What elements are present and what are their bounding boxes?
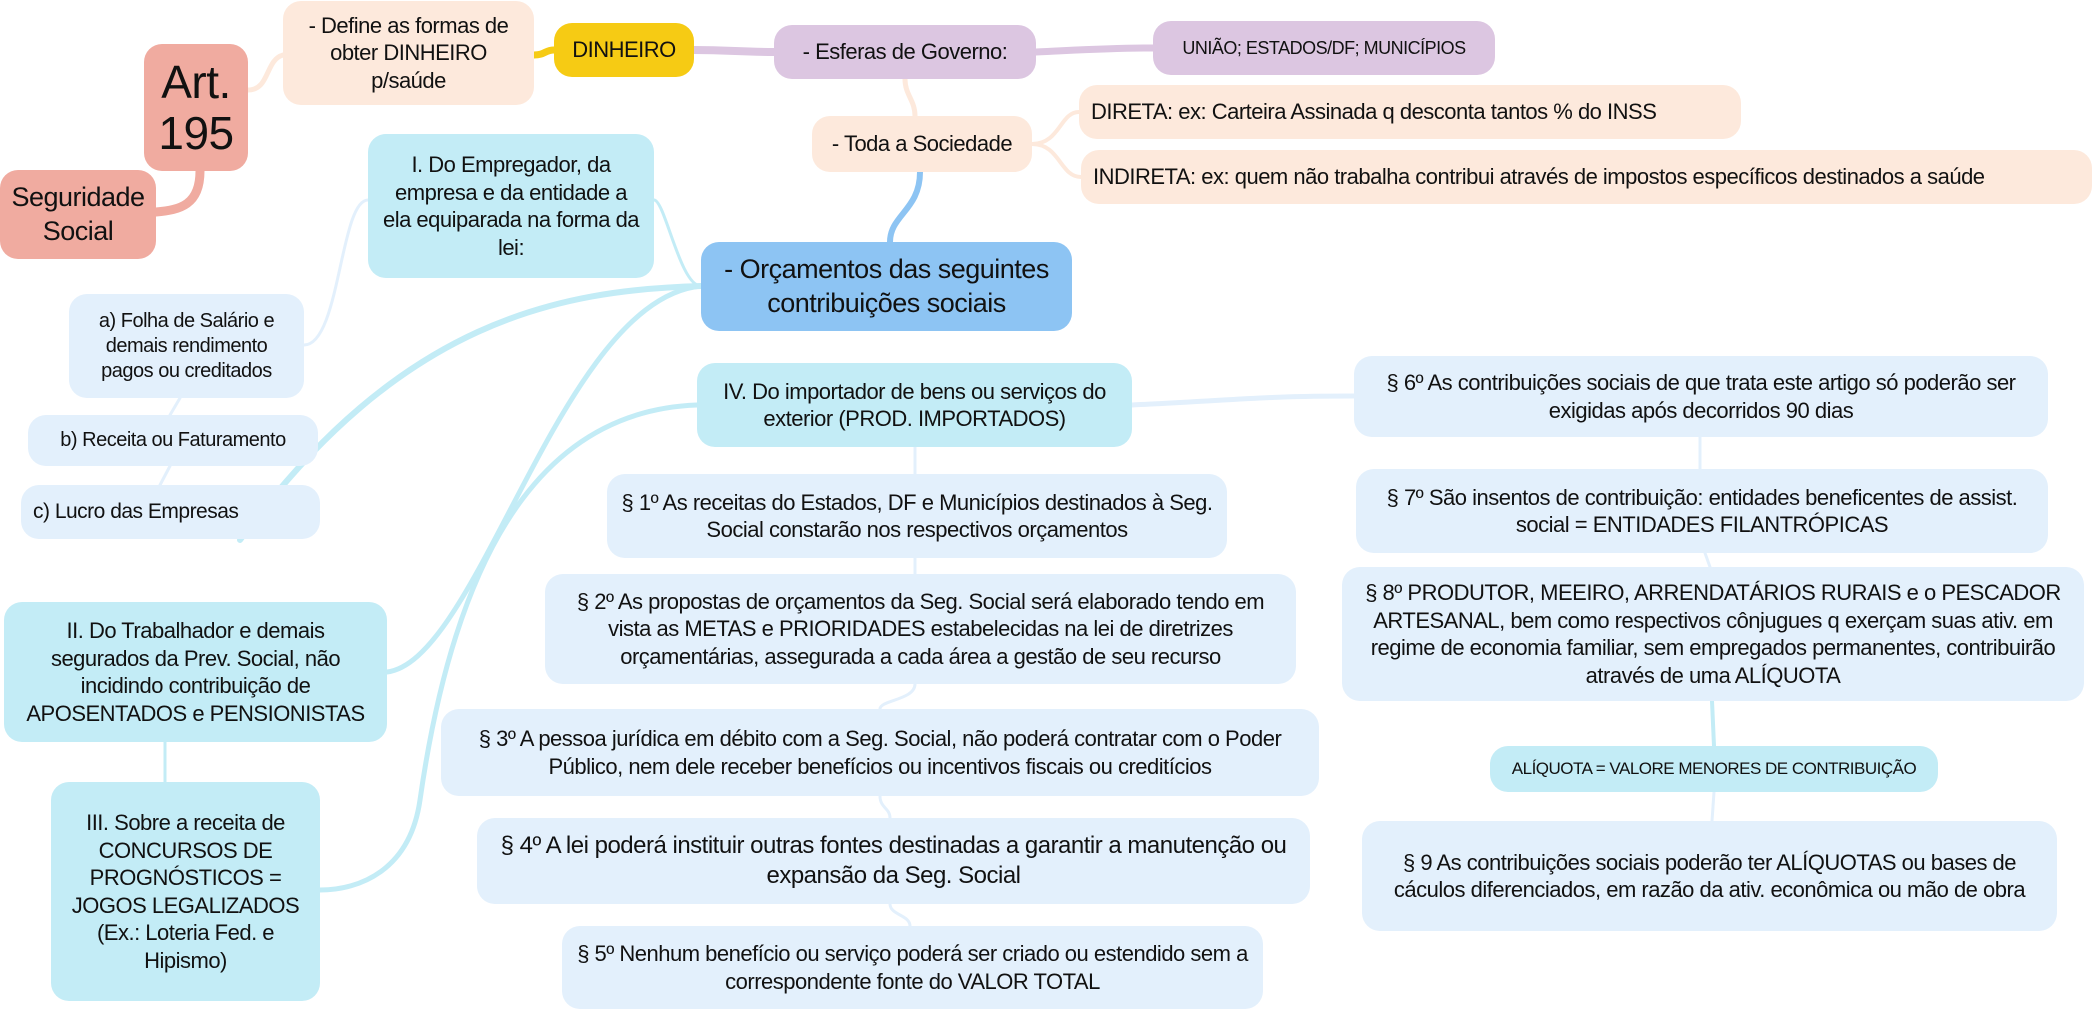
node-paragrafo-4[interactable]: § 4º A lei poderá instituir outras fonte… — [477, 818, 1310, 904]
node-paragrafo-8[interactable]: § 8º PRODUTOR, MEEIRO, ARRENDATÁRIOS RUR… — [1342, 567, 2084, 701]
node-paragrafo-3[interactable]: § 3º A pessoa jurídica em débito com a S… — [441, 709, 1319, 796]
node-trabalhador[interactable]: II. Do Trabalhador e demais segurados da… — [4, 602, 387, 742]
node-concursos-prognosticos[interactable]: III. Sobre a receita de CONCURSOS DE PRO… — [51, 782, 320, 1001]
node-paragrafo-6[interactable]: § 6º As contribuições sociais de que tra… — [1354, 356, 2048, 437]
node-define-dinheiro[interactable]: - Define as formas de obter DINHEIRO p/s… — [283, 1, 534, 105]
node-aliquota[interactable]: ALÍQUOTA = VALORE MENORES DE CONTRIBUIÇÃ… — [1490, 746, 1938, 792]
node-lucro-empresas[interactable]: c) Lucro das Empresas — [21, 485, 320, 539]
node-paragrafo-1[interactable]: § 1º As receitas do Estados, DF e Municí… — [607, 474, 1227, 558]
central-node-orcamentos[interactable]: - Orçamentos das seguintes contribuições… — [701, 242, 1072, 331]
node-receita-faturamento[interactable]: b) Receita ou Faturamento — [28, 415, 318, 466]
node-dinheiro[interactable]: DINHEIRO — [554, 23, 694, 77]
node-uniao-estados-municipios[interactable]: UNIÃO; ESTADOS/DF; MUNICÍPIOS — [1153, 21, 1495, 75]
node-toda-sociedade[interactable]: - Toda a Sociedade — [812, 116, 1032, 172]
node-esferas-governo[interactable]: - Esferas de Governo: — [774, 25, 1036, 79]
node-importador[interactable]: IV. Do importador de bens ou serviços do… — [697, 363, 1132, 447]
node-folha-salario[interactable]: a) Folha de Salário e demais rendimento … — [69, 294, 304, 398]
root-node-art-195[interactable]: Art. 195 — [144, 44, 248, 171]
node-indireta[interactable]: INDIRETA: ex: quem não trabalha contribu… — [1081, 150, 2092, 204]
node-seguridade-social[interactable]: Seguridade Social — [0, 170, 156, 259]
node-empregador[interactable]: I. Do Empregador, da empresa e da entida… — [368, 134, 654, 278]
node-direta[interactable]: DIRETA: ex: Carteira Assinada q desconta… — [1079, 85, 1741, 139]
node-paragrafo-7[interactable]: § 7º São insentos de contribuição: entid… — [1356, 469, 2048, 553]
node-paragrafo-9[interactable]: § 9 As contribuições sociais poderão ter… — [1362, 821, 2057, 931]
node-paragrafo-2[interactable]: § 2º As propostas de orçamentos da Seg. … — [545, 574, 1296, 684]
node-paragrafo-5[interactable]: § 5º Nenhum benefício ou serviço poderá … — [562, 926, 1263, 1009]
